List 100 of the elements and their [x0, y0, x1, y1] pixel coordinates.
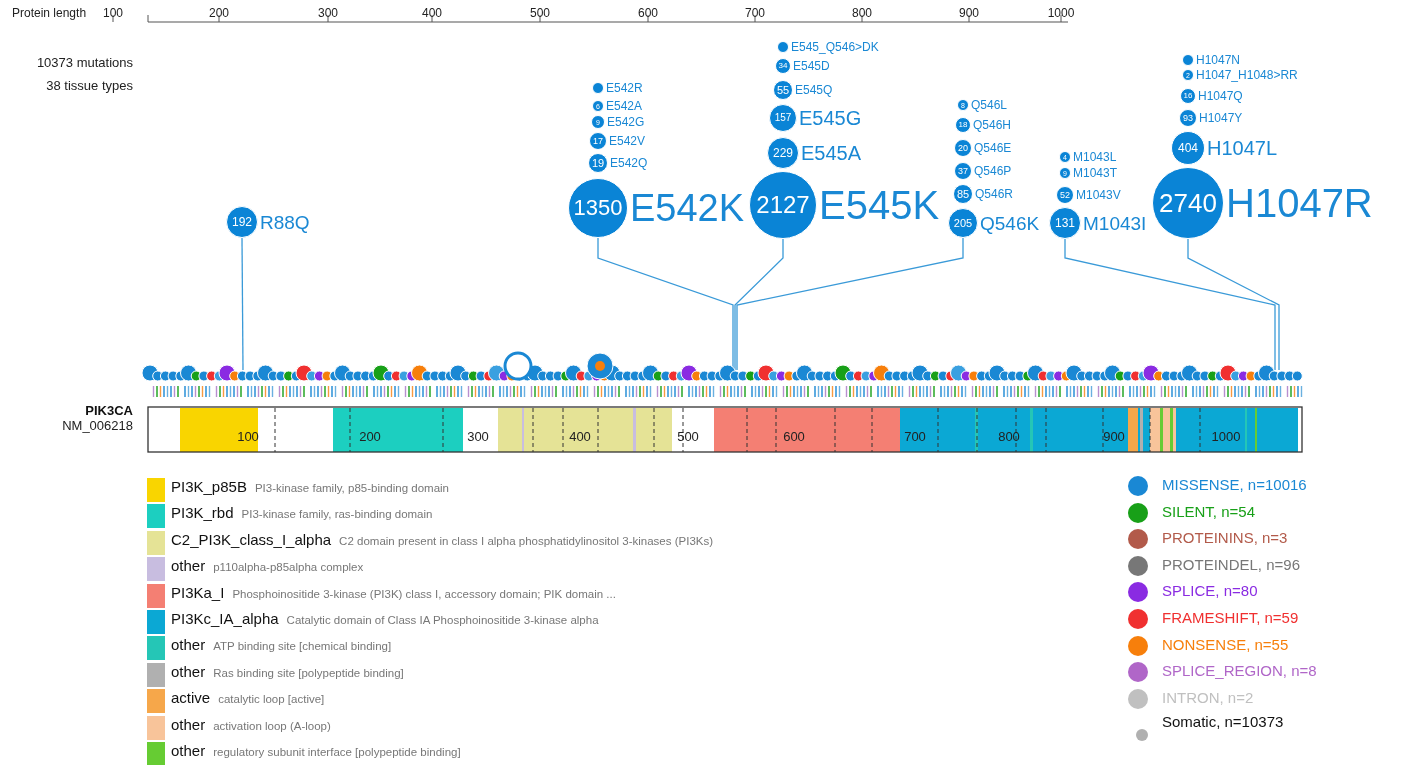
mutation-label: H1047Y — [1199, 112, 1243, 124]
legend-label: active — [171, 689, 211, 707]
mutation-label: E545_Q546>DK — [791, 41, 879, 53]
count-circle: 205 — [948, 208, 978, 238]
circle-marker — [1182, 54, 1194, 66]
legend-description: PI3-kinase family, ras-binding domain — [241, 508, 433, 521]
legend-label: other — [171, 636, 206, 654]
mutation-label: H1047R — [1226, 183, 1373, 223]
tick-label: 700 — [904, 429, 926, 444]
circle-marker — [777, 41, 789, 53]
stem-line — [1064, 238, 1276, 371]
mutation-label: Q546R — [975, 188, 1014, 200]
legend-label: PI3K_p85B — [171, 478, 247, 495]
mutation-label: E542K — [630, 189, 745, 227]
legend-description: p110alpha-p85alpha complex — [213, 561, 364, 574]
legend-label: PROTEININS, n=3 — [1162, 529, 1288, 547]
tick-label: 400 — [569, 429, 591, 444]
mutation-label: E542G — [607, 116, 645, 128]
mutation-label: H1047N — [1196, 54, 1241, 66]
stem-line — [241, 237, 244, 371]
legend-label: PROTEINDEL, n=96 — [1162, 555, 1300, 573]
tick-label: 900 — [959, 6, 979, 20]
legend-label: PI3K_rbd — [171, 504, 234, 522]
legend-label: INTRON, n=2 — [1162, 688, 1254, 706]
count-circle: 2740 — [1152, 167, 1224, 239]
mutation-label: M1043L — [1073, 151, 1117, 163]
tick-label: 1000 — [1211, 429, 1241, 444]
mutation-label: M1043V — [1076, 189, 1121, 201]
count-circle: 229 — [767, 137, 799, 169]
stem-line — [734, 238, 784, 371]
tick-label: 200 — [209, 6, 229, 20]
legend-label: SPLICE, n=80 — [1162, 582, 1258, 600]
legend-description: ATP binding site [chemical binding] — [213, 640, 392, 653]
count-circle: 192 — [226, 206, 258, 238]
tick-label: 500 — [677, 429, 699, 444]
tick-label: 400 — [422, 6, 442, 20]
axis-title: Protein length — [12, 6, 87, 20]
legend-description: activation loop (A-loop) — [213, 719, 331, 732]
count-circle: 34 — [775, 58, 791, 74]
legend-description: Catalytic domain of Class IA Phosphoinositide 3-kinase alpha — [286, 614, 599, 626]
legend-description: PI3-kinase family, p85-binding domain — [254, 482, 450, 494]
tick-label: 600 — [783, 429, 805, 444]
mutation-label: E545K — [819, 185, 940, 225]
mutation-label: E545D — [793, 60, 830, 72]
track-info: 38 tissue types — [46, 78, 133, 93]
legend-label: SPLICE_REGION, n=8 — [1162, 662, 1317, 680]
mutation-label: H1047_H1048>RR — [1196, 69, 1298, 81]
count-circle: 19 — [588, 153, 608, 173]
track-info: 10373 mutations — [36, 55, 133, 70]
mutation-label: R88Q — [260, 212, 310, 232]
count-circle: 20 — [954, 139, 972, 157]
count-circle: 17 — [589, 132, 607, 150]
legend-label: other — [171, 662, 206, 680]
mutation-label: E542Q — [610, 157, 648, 169]
legend-description: Ras binding site [polypeptide binding] — [213, 666, 404, 679]
legend-label: MISSENSE, n=10016 — [1162, 476, 1307, 493]
legend-label: other — [171, 715, 206, 733]
mutation-label: E545Q — [795, 84, 833, 96]
stem-line — [1187, 238, 1280, 371]
count-circle: 131 — [1049, 207, 1081, 239]
legend-label: SILENT, n=54 — [1162, 502, 1255, 520]
legend-label: PI3Kc_IA_alpha — [171, 610, 279, 627]
mutation-label: E542R — [606, 82, 643, 94]
mutation-label: H1047L — [1207, 138, 1278, 158]
count-circle: 2127 — [749, 171, 817, 239]
legend-description: C2 domain present in class I alpha phosphatidylinositol 3-kinases (PI3Ks) — [339, 534, 714, 547]
count-circle: 404 — [1171, 131, 1205, 165]
mutation-label: E542V — [609, 135, 646, 147]
tick-label: 300 — [318, 6, 338, 20]
mutation-label: H1047Q — [1198, 90, 1243, 102]
legend-description: catalytic loop [active] — [218, 693, 325, 706]
mutation-label: Q546K — [980, 213, 1040, 233]
mutation-label: Q546L — [971, 99, 1008, 111]
track-info: NM_006218 — [62, 418, 133, 433]
count-circle: 1350 — [568, 178, 628, 238]
tick-label: 300 — [467, 429, 489, 444]
circle-marker — [592, 82, 604, 94]
tick-label: 600 — [638, 6, 658, 20]
tick-label: 800 — [998, 429, 1020, 444]
mutation-label: E545A — [801, 143, 862, 163]
mutation-label: Q546H — [973, 119, 1012, 131]
legend-description: regulatory subunit interface [polypeptide binding] — [213, 746, 461, 758]
stem-line — [736, 237, 964, 371]
legend-label: Somatic, n=10373 — [1162, 713, 1284, 731]
count-circle: 37 — [954, 162, 972, 180]
count-circle: 157 — [769, 104, 797, 132]
mutation-label: E542A — [606, 100, 643, 112]
count-circle: 55 — [773, 80, 793, 100]
count-circle: 16 — [1180, 88, 1196, 104]
count-circle: 93 — [1179, 109, 1197, 127]
tick-label: 200 — [359, 429, 381, 444]
count-circle: 85 — [953, 184, 973, 204]
mutation-label: Q546P — [974, 165, 1012, 177]
count-circle: 18 — [955, 117, 971, 133]
legend-label: C2_PI3K_class_I_alpha — [171, 530, 332, 548]
legend-label: PI3Ka_I — [171, 583, 225, 601]
count-circle: 52 — [1056, 186, 1074, 204]
mutation-label: M1043T — [1073, 167, 1118, 179]
legend-label: NONSENSE, n=55 — [1162, 635, 1289, 653]
mutation-label: E545G — [799, 108, 862, 128]
